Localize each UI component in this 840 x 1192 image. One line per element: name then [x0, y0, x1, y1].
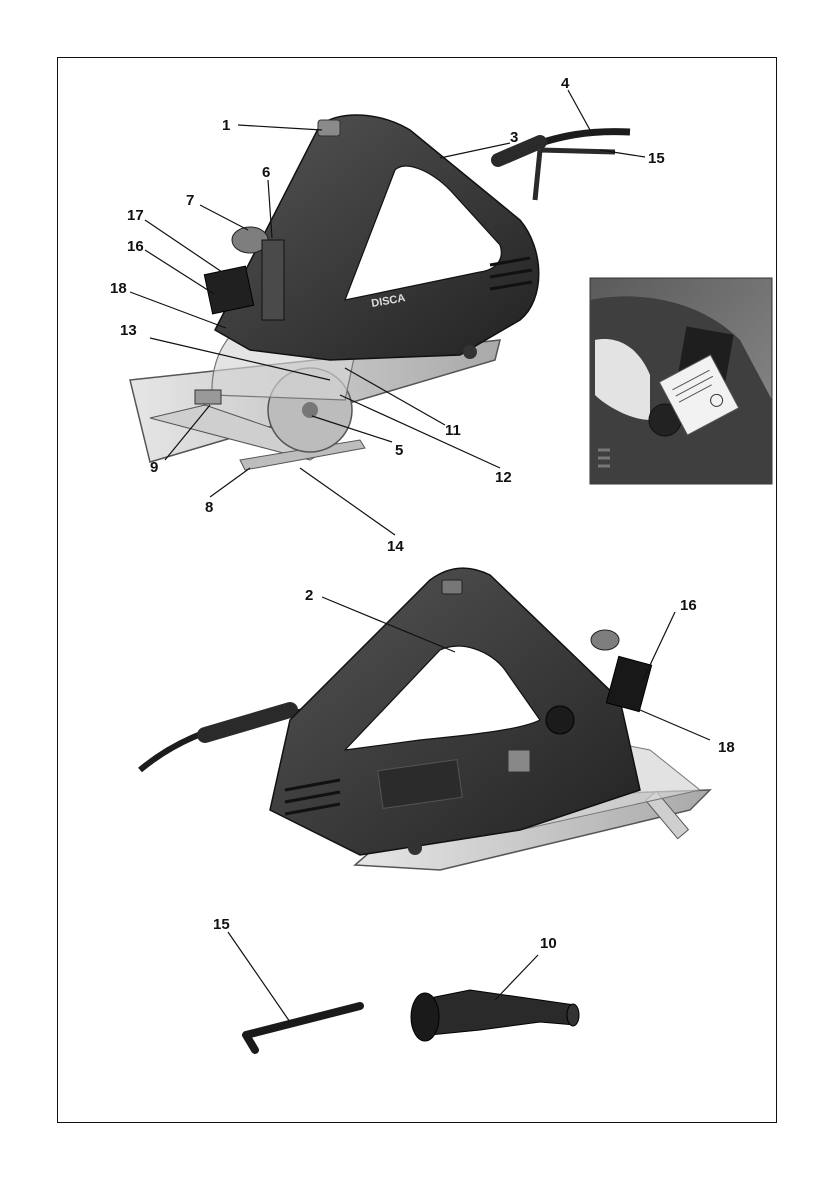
side-laser-module	[606, 656, 651, 711]
depth-scale	[262, 240, 284, 320]
callout-2: 2	[305, 587, 313, 604]
blade-arbor	[302, 402, 318, 418]
callout-15-accessory: 15	[213, 916, 230, 933]
callout-15: 15	[648, 150, 665, 167]
callout-5: 5	[395, 442, 403, 459]
inset-photo	[590, 278, 772, 484]
callout-7: 7	[186, 192, 194, 209]
accessory-callouts: 15 10	[213, 916, 557, 952]
callout-6: 6	[262, 164, 270, 181]
bevel-lock-lever	[195, 390, 221, 404]
lock-off-button	[318, 120, 340, 136]
callout-10: 10	[540, 935, 557, 952]
callout-16: 16	[127, 238, 144, 255]
dust-adapter	[411, 990, 579, 1041]
saw-side-view	[140, 568, 710, 870]
callout-12: 12	[495, 469, 512, 486]
base-screw	[463, 345, 477, 359]
callout-3: 3	[510, 129, 518, 146]
side-depth-knob	[591, 630, 619, 650]
callout-4: 4	[561, 75, 570, 92]
side-trigger-area	[442, 580, 462, 594]
callout-17: 17	[127, 207, 144, 224]
saw-top-view: DISCA	[130, 115, 630, 470]
callout-16-side: 16	[680, 597, 697, 614]
side-port	[546, 706, 574, 734]
hex-key-holder	[535, 150, 615, 200]
callout-11: 11	[445, 422, 461, 439]
callout-8: 8	[205, 499, 213, 516]
side-base-screw	[408, 841, 422, 855]
side-strain-relief	[205, 710, 290, 735]
callout-18: 18	[110, 280, 127, 297]
hex-key	[246, 1006, 360, 1050]
callout-14: 14	[387, 538, 404, 555]
accessories	[246, 990, 579, 1050]
side-switch-accent	[508, 750, 530, 772]
callout-13: 13	[120, 322, 137, 339]
laser-module	[204, 266, 253, 314]
callout-18-side: 18	[718, 739, 735, 756]
callout-1: 1	[222, 117, 230, 134]
callout-9: 9	[150, 459, 158, 476]
